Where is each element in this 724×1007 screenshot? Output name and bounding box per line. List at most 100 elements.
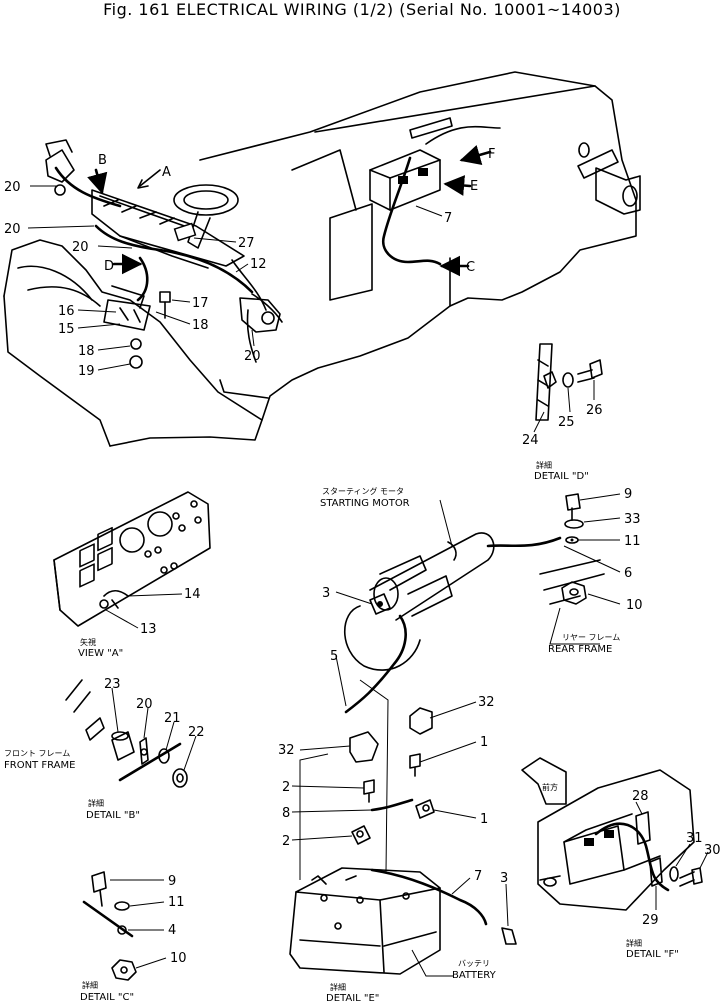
part-19: 19 bbox=[78, 364, 95, 379]
detail-b-caption: DETAIL "B" bbox=[86, 810, 140, 821]
washer-25 bbox=[562, 372, 574, 388]
part-20: 20 bbox=[136, 697, 153, 712]
part-13: 13 bbox=[140, 622, 157, 637]
leader-25 bbox=[567, 387, 571, 413]
frame-stub bbox=[85, 717, 105, 741]
leader-10-c bbox=[135, 957, 167, 969]
part-18-b: 18 bbox=[192, 318, 209, 333]
part-6: 6 bbox=[624, 566, 632, 581]
detail-e-caption-jp: 詳細 bbox=[330, 982, 346, 992]
pointer-b: B bbox=[98, 153, 107, 168]
part-7: 7 bbox=[444, 211, 452, 226]
leader-rear-frame bbox=[549, 607, 600, 645]
part-32-a: 32 bbox=[478, 695, 495, 710]
leader-22 bbox=[183, 735, 197, 771]
part-5: 5 bbox=[330, 649, 338, 664]
leader-1-b bbox=[433, 809, 477, 819]
rear-light-assembly bbox=[45, 139, 75, 196]
leader-battery bbox=[411, 949, 454, 977]
starting-motor-label: STARTING MOTOR bbox=[320, 498, 410, 509]
part-21: 21 bbox=[164, 711, 181, 726]
leader-31 bbox=[675, 843, 691, 867]
battery-label-jp: バッテリ bbox=[458, 959, 490, 968]
nut-10-motor bbox=[561, 581, 587, 605]
leader-1-a bbox=[419, 741, 477, 763]
fuse-bracket bbox=[103, 285, 151, 331]
leader-24 bbox=[533, 411, 545, 433]
bolt-2-a bbox=[363, 779, 375, 803]
strap-8 bbox=[370, 798, 414, 812]
detail-c-caption-jp: 詳細 bbox=[82, 980, 98, 990]
leader-7-e bbox=[451, 877, 471, 895]
bracket-24 bbox=[535, 343, 553, 421]
part-24: 24 bbox=[522, 433, 539, 448]
part-4-c: 4 bbox=[168, 923, 176, 938]
leader-6 bbox=[563, 545, 621, 573]
part-16: 16 bbox=[58, 304, 75, 319]
detail-f: 前方 28 31 30 2 bbox=[521, 757, 721, 960]
leader-3-e bbox=[505, 883, 509, 927]
leader-2-b bbox=[291, 835, 353, 841]
part-10-motor: 10 bbox=[626, 598, 643, 613]
terminal-cover-32-a bbox=[409, 707, 433, 735]
clip-20 bbox=[139, 737, 149, 765]
part-15: 15 bbox=[58, 322, 75, 337]
bolt-26 bbox=[577, 359, 603, 383]
harness-f bbox=[594, 822, 670, 892]
nut-19 bbox=[129, 355, 143, 369]
pointer-c: C bbox=[466, 260, 475, 275]
motor-terminal-stack bbox=[564, 493, 584, 544]
part-11-c: 11 bbox=[168, 895, 185, 910]
spacer-23 bbox=[111, 731, 135, 761]
part-14: 14 bbox=[184, 587, 201, 602]
part-8: 8 bbox=[282, 806, 290, 821]
pointer-e: E bbox=[470, 179, 478, 194]
view-a: 14 13 矢視 VIEW "A" bbox=[53, 491, 211, 659]
figure-title: Fig. 161 ELECTRICAL WIRING (1/2) (Serial… bbox=[103, 0, 621, 19]
detail-d: 24 25 26 詳細 DETAIL "D" bbox=[522, 343, 603, 482]
terminal-4-c bbox=[82, 900, 134, 938]
instrument-panel bbox=[53, 491, 211, 627]
leader-21 bbox=[165, 721, 175, 751]
rear-frame-label-jp: リヤー フレーム bbox=[562, 633, 620, 642]
rear-frame-label: REAR FRAME bbox=[548, 644, 612, 655]
part-30: 30 bbox=[704, 843, 721, 858]
terminal-2-b bbox=[351, 825, 371, 845]
leader-33 bbox=[583, 517, 621, 523]
leader-13 bbox=[105, 609, 139, 629]
battery-label: BATTERY bbox=[452, 970, 497, 981]
part-1-b: 1 bbox=[480, 812, 488, 827]
clamp-29 bbox=[649, 857, 663, 887]
battery-housing bbox=[537, 769, 695, 911]
leader-5 bbox=[335, 655, 347, 707]
detail-c: 9 11 4 10 詳細 DETAIL "C" bbox=[80, 871, 187, 1003]
overview-arrows bbox=[87, 145, 492, 277]
part-20-a: 20 bbox=[4, 180, 21, 195]
cable-7-e bbox=[370, 868, 488, 926]
part-32-b: 32 bbox=[278, 743, 295, 758]
leader-32-b bbox=[299, 745, 351, 751]
leader-11-c bbox=[129, 901, 165, 907]
harness-b bbox=[118, 742, 182, 782]
part-28: 28 bbox=[632, 789, 649, 804]
battery-box-overview bbox=[369, 117, 501, 266]
detail-e-caption: DETAIL "E" bbox=[326, 993, 379, 1004]
part-20-b: 20 bbox=[4, 222, 21, 237]
leader-32-a bbox=[429, 701, 477, 719]
part-29: 29 bbox=[642, 913, 659, 928]
rear-hitch bbox=[577, 142, 641, 215]
leader-starting-motor bbox=[439, 499, 453, 547]
detail-d-caption: DETAIL "D" bbox=[534, 471, 589, 482]
washer-18 bbox=[130, 338, 142, 350]
detail-b-caption-jp: 詳細 bbox=[88, 798, 104, 808]
part-9-motor: 9 bbox=[624, 487, 632, 502]
part-31: 31 bbox=[686, 831, 703, 846]
part-9-c: 9 bbox=[168, 874, 176, 889]
part-1-a: 1 bbox=[480, 735, 488, 750]
starting-motor-section: スターティング モータ STARTING MOTOR 9 33 11 6 10 … bbox=[320, 486, 643, 714]
detail-b: 23 20 21 22 フロント フレーム FRONT FRAME 詳細 DET… bbox=[4, 677, 205, 821]
leader-10-motor bbox=[587, 593, 621, 605]
part-3-e: 3 bbox=[500, 871, 508, 886]
bolt-9-c bbox=[91, 871, 107, 907]
